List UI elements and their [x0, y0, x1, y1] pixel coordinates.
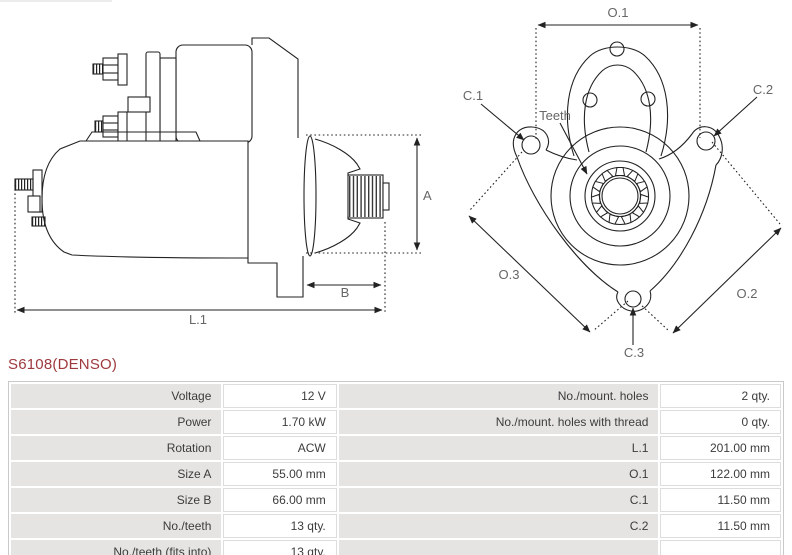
dim-label-o3: O.3: [499, 267, 520, 282]
through-bolts: [14, 169, 46, 227]
starter-motor-technical-drawing: A B L.1: [14, 5, 782, 360]
spec-value: 2 qty.: [660, 384, 781, 408]
spec-value: 201.00 mm: [660, 436, 781, 460]
spec-label: L.1: [338, 436, 659, 460]
part-number-title: S6108(DENSO): [8, 356, 118, 373]
drive-end: [303, 135, 390, 257]
dim-label-b: B: [341, 285, 350, 300]
front-view-dimensions: [468, 21, 782, 345]
dim-label-c2: C.2: [753, 82, 773, 97]
leader-C2: [713, 96, 758, 137]
solenoid: [73, 44, 253, 155]
spec-value: 13 qty.: [223, 514, 337, 538]
spec-label: C.2: [338, 514, 659, 538]
spec-value: 122.00 mm: [660, 462, 781, 486]
rear-bracket-outline: [251, 37, 299, 138]
table-row: Size B 66.00 mm C.1 11.50 mm: [11, 488, 781, 512]
dim-line-O3: [468, 215, 591, 333]
dim-line-O2: [672, 227, 782, 334]
upper-bracket-crown: [566, 41, 669, 157]
mount-hole-right: [696, 131, 716, 151]
spec-label: No./mount. holes: [338, 384, 659, 408]
table-row: No./teeth 13 qty. C.2 11.50 mm: [11, 514, 781, 538]
spec-value: ACW: [223, 436, 337, 460]
connector-tab: [127, 96, 151, 113]
dim-label-a: A: [423, 188, 432, 203]
spec-label: Size A: [11, 462, 222, 486]
spec-value: 0 qty.: [660, 410, 781, 434]
table-row: Rotation ACW L.1 201.00 mm: [11, 436, 781, 460]
spec-value: [660, 540, 781, 555]
side-view-drawing: [14, 37, 390, 298]
side-view-dimensions: [14, 134, 421, 314]
spec-label: No./mount. holes with thread: [338, 410, 659, 434]
leader-C1: [480, 103, 525, 141]
spec-value: 66.00 mm: [223, 488, 337, 512]
spec-label: [338, 540, 659, 555]
spec-label: Power: [11, 410, 222, 434]
motor-body: [41, 140, 249, 259]
table-row: Power 1.70 kW No./mount. holes with thre…: [11, 410, 781, 434]
spec-value: 55.00 mm: [223, 462, 337, 486]
leader-Teeth: [559, 122, 588, 175]
scan-artifact: [0, 0, 112, 2]
table-row: Voltage 12 V No./mount. holes 2 qty.: [11, 384, 781, 408]
body-top-plate: [85, 131, 201, 142]
table-row: No./teeth (fits into) 13 qty.: [11, 540, 781, 555]
dim-label-c3: C.3: [624, 345, 644, 360]
spec-label: Size B: [11, 488, 222, 512]
dim-label-o2: O.2: [737, 286, 758, 301]
dim-label-c1: C.1: [463, 88, 483, 103]
spec-label: O.1: [338, 462, 659, 486]
dim-label-o1: O.1: [608, 5, 629, 20]
mount-hole-bottom: [624, 290, 642, 308]
spec-label: No./teeth: [11, 514, 222, 538]
center-bore-and-gear: [550, 126, 690, 266]
spec-label: No./teeth (fits into): [11, 540, 222, 555]
spec-label: Voltage: [11, 384, 222, 408]
spec-value: 1.70 kW: [223, 410, 337, 434]
spec-value: 11.50 mm: [660, 514, 781, 538]
dim-label-teeth: Teeth: [539, 108, 571, 123]
front-view-drawing: [512, 41, 723, 312]
spec-value: 11.50 mm: [660, 488, 781, 512]
spec-label: C.1: [338, 488, 659, 512]
spec-value: 12 V: [223, 384, 337, 408]
dim-label-l1: L.1: [189, 312, 207, 327]
spec-value: 13 qty.: [223, 540, 337, 555]
spec-label: Rotation: [11, 436, 222, 460]
mounting-foot: [247, 256, 304, 298]
table-row: Size A 55.00 mm O.1 122.00 mm: [11, 462, 781, 486]
mount-hole-left: [521, 135, 541, 155]
specifications-table: Voltage 12 V No./mount. holes 2 qty. Pow…: [8, 381, 784, 555]
